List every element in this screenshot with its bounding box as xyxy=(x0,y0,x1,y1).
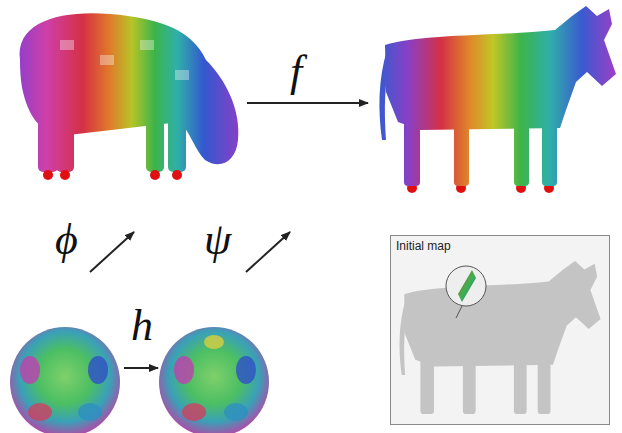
triangle-patch xyxy=(458,270,476,302)
cow-mesh xyxy=(379,6,616,186)
map-symbol: f xyxy=(290,50,302,94)
param-disk xyxy=(159,327,269,433)
inset-ground xyxy=(390,235,610,425)
inset-panel: Initial map xyxy=(390,235,610,425)
leader-line xyxy=(456,306,462,318)
map-arrow xyxy=(124,367,158,369)
magnifier xyxy=(446,266,486,306)
map-symbol: ψ xyxy=(204,218,231,262)
landmark-dots xyxy=(43,170,554,193)
map-arrow xyxy=(246,232,290,272)
cow-silhouette xyxy=(400,261,601,414)
hippo-mesh xyxy=(20,13,239,172)
panel-heading: Initial map xyxy=(396,239,451,253)
map-arrow xyxy=(247,102,368,104)
param-disk xyxy=(10,327,120,433)
map-arrow xyxy=(90,232,134,272)
map-symbol: h xyxy=(131,304,153,348)
map-symbol: ϕ xyxy=(55,218,78,262)
